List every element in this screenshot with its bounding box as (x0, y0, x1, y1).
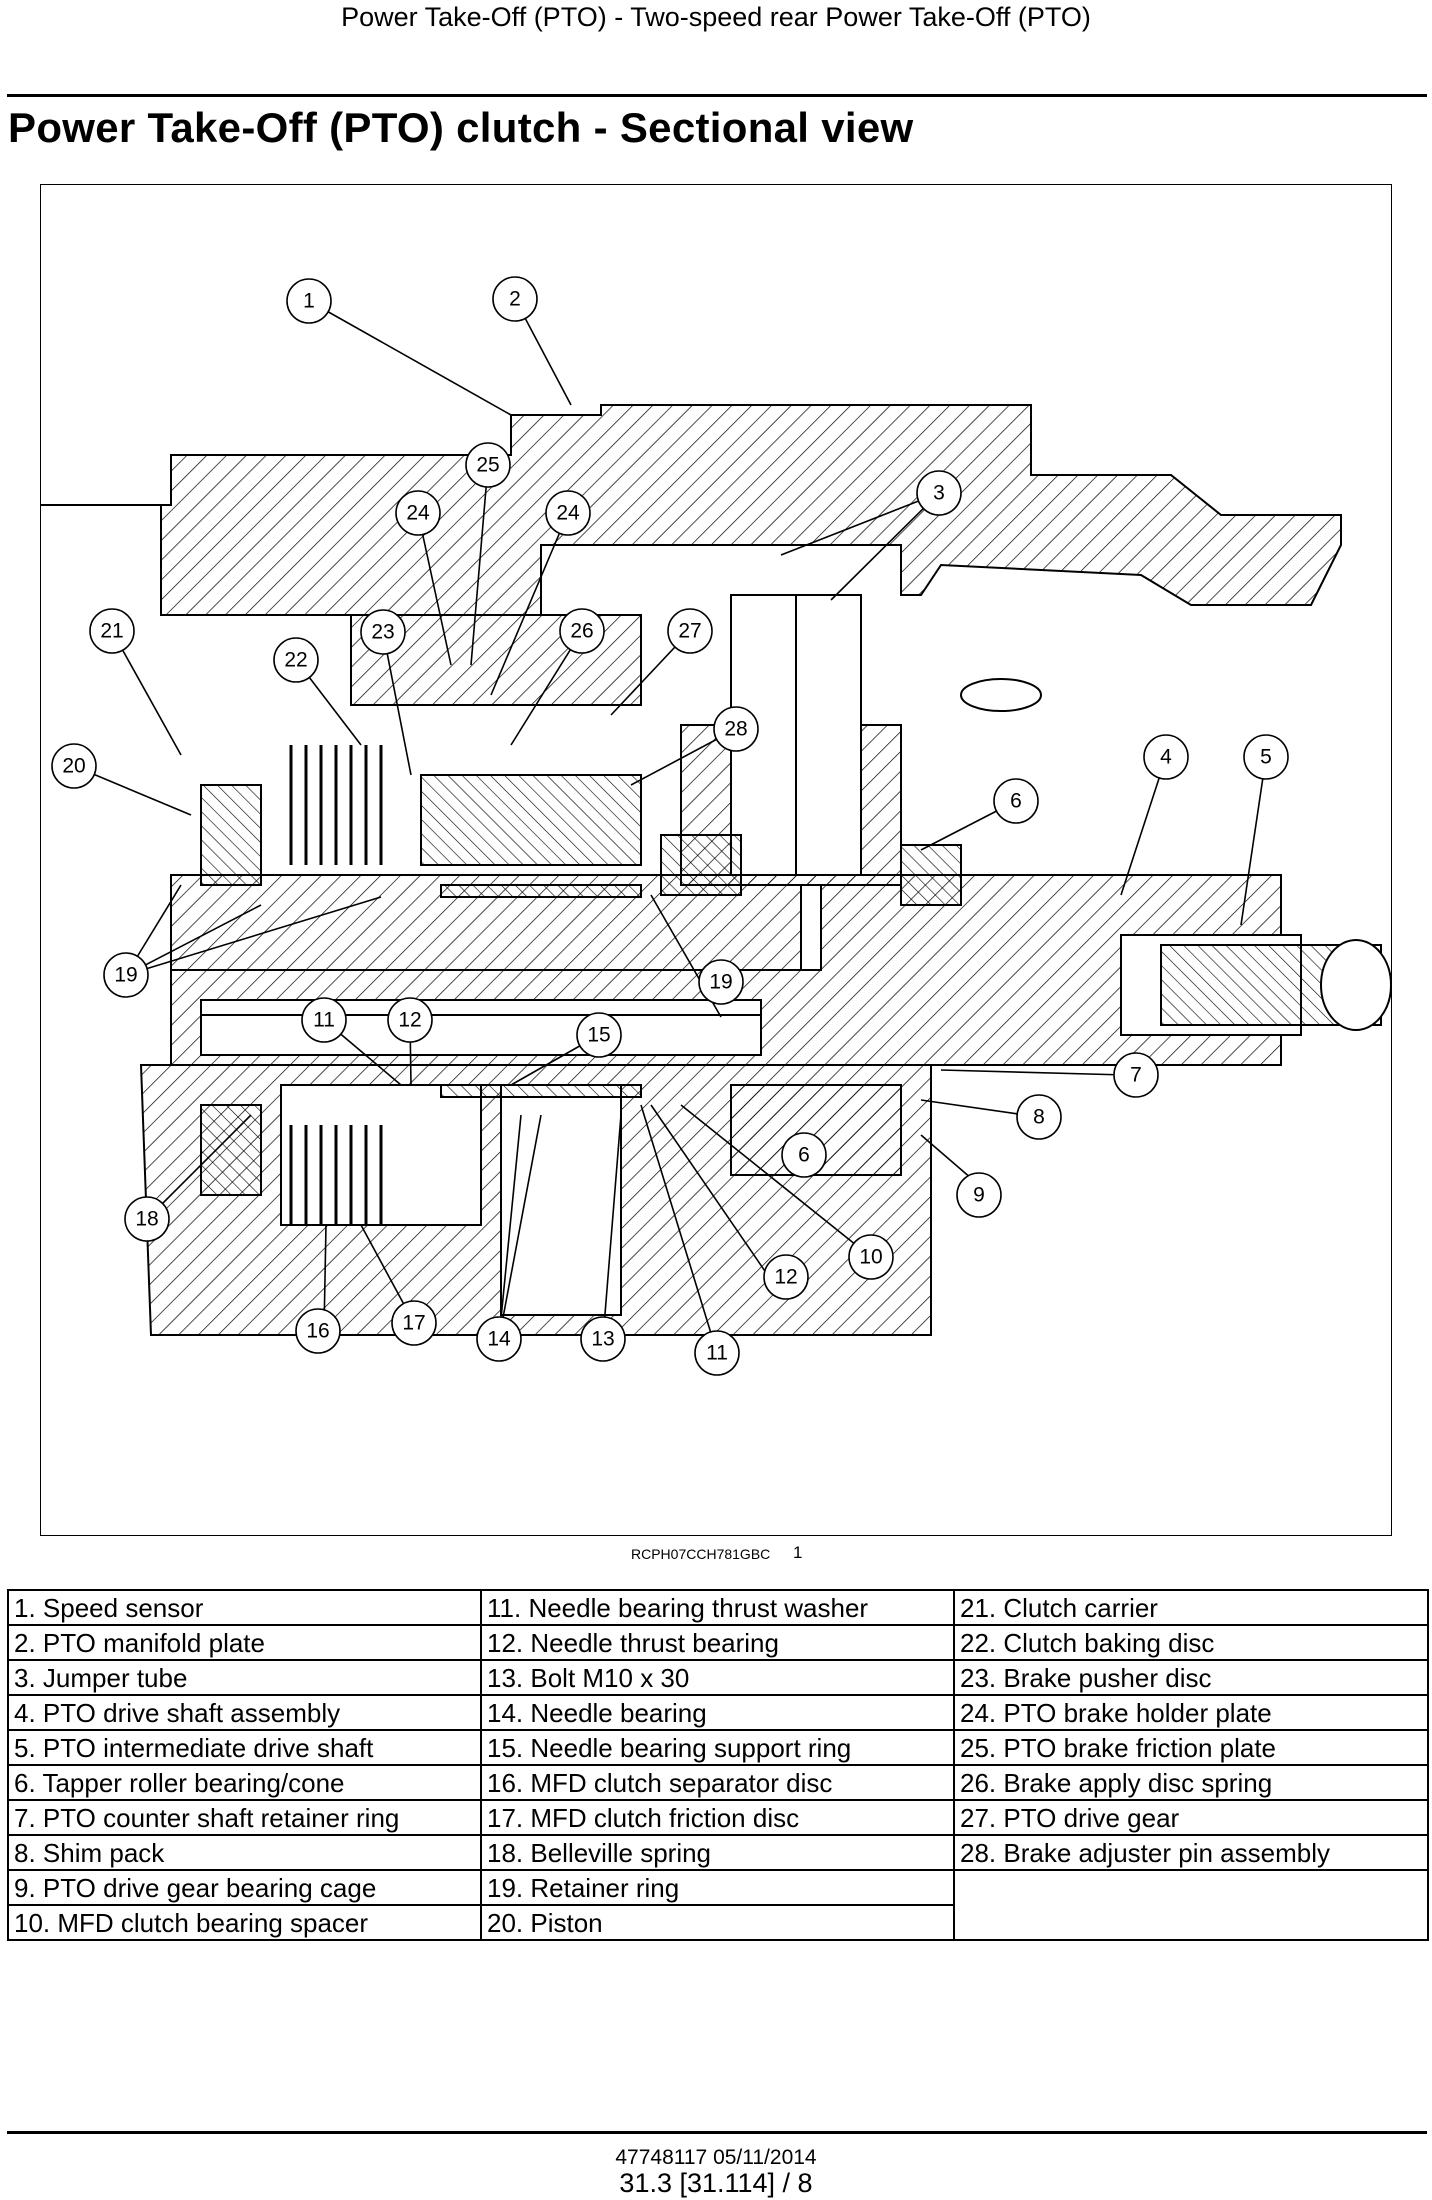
svg-text:13: 13 (591, 1328, 614, 1351)
svg-text:19: 19 (114, 964, 137, 987)
running-header: Power Take-Off (PTO) - Two-speed rear Po… (341, 2, 1091, 32)
legend-cell: 15. Needle bearing support ring (480, 1729, 955, 1766)
svg-text:14: 14 (487, 1328, 511, 1351)
svg-text:1: 1 (303, 290, 315, 313)
legend-cell: 25. PTO brake friction plate (953, 1729, 1429, 1766)
svg-text:25: 25 (476, 454, 499, 477)
legend-cell: 1. Speed sensor (7, 1589, 482, 1626)
svg-text:11: 11 (313, 1009, 335, 1032)
legend-cell: 12. Needle thrust bearing (480, 1624, 955, 1661)
footer-doc-code: 47748117 05/11/2014 (615, 2146, 817, 2169)
svg-text:27: 27 (678, 620, 701, 643)
svg-text:24: 24 (556, 502, 580, 525)
page-title: Power Take-Off (PTO) clutch - Sectional … (8, 104, 914, 151)
legend-cell: 27. PTO drive gear (953, 1799, 1429, 1836)
svg-text:8: 8 (1033, 1106, 1045, 1129)
svg-text:4: 4 (1160, 746, 1172, 769)
legend-cell: 9. PTO drive gear bearing cage (7, 1869, 482, 1906)
legend-cell: 3. Jumper tube (7, 1659, 482, 1696)
legend-cell: 6. Tapper roller bearing/cone (7, 1764, 482, 1801)
svg-text:11: 11 (706, 1342, 728, 1365)
sectional-view-figure: 1 2 3 4 5 6 6 7 8 9 10 11 11 12 12 13 14… (40, 184, 1392, 1536)
legend-cell: 21. Clutch carrier (953, 1589, 1429, 1626)
legend-cell: 2. PTO manifold plate (7, 1624, 482, 1661)
svg-text:6: 6 (798, 1144, 810, 1167)
legend-cell: 16. MFD clutch separator disc (480, 1764, 955, 1801)
legend-cell: 7. PTO counter shaft retainer ring (7, 1799, 482, 1836)
svg-text:24: 24 (406, 502, 430, 525)
svg-text:20: 20 (62, 755, 85, 778)
svg-text:5: 5 (1260, 746, 1272, 769)
legend-cell: 14. Needle bearing (480, 1694, 955, 1731)
legend-cell: 19. Retainer ring (480, 1869, 955, 1906)
legend-cell: 28. Brake adjuster pin assembly (953, 1834, 1429, 1871)
svg-text:28: 28 (724, 718, 747, 741)
svg-text:10: 10 (859, 1246, 882, 1269)
footer-rule (7, 2131, 1427, 2134)
header-rule (7, 94, 1427, 97)
svg-text:3: 3 (933, 482, 945, 505)
legend-cell: 18. Belleville spring (480, 1834, 955, 1871)
legend-cell: 24. PTO brake holder plate (953, 1694, 1429, 1731)
svg-text:15: 15 (587, 1024, 610, 1047)
legend-cell: 20. Piston (480, 1904, 955, 1941)
svg-text:26: 26 (570, 620, 593, 643)
callout-group: 1 2 3 4 5 6 6 7 8 9 10 11 11 12 12 13 14… (51, 276, 1289, 1376)
svg-text:23: 23 (371, 621, 394, 644)
svg-text:12: 12 (774, 1266, 797, 1289)
svg-text:21: 21 (100, 620, 123, 643)
footer-page-ref: 31.3 [31.114] / 8 (619, 2168, 813, 2198)
legend-cell: 5. PTO intermediate drive shaft (7, 1729, 482, 1766)
svg-text:17: 17 (402, 1312, 425, 1335)
legend-cell: 26. Brake apply disc spring (953, 1764, 1429, 1801)
svg-text:12: 12 (398, 1009, 421, 1032)
legend-cell: 23. Brake pusher disc (953, 1659, 1429, 1696)
svg-text:18: 18 (135, 1208, 158, 1231)
svg-text:19: 19 (709, 971, 732, 994)
legend-cell: 8. Shim pack (7, 1834, 482, 1871)
legend-cell: 17. MFD clutch friction disc (480, 1799, 955, 1836)
svg-text:6: 6 (1010, 790, 1022, 813)
legend-cell: 13. Bolt M10 x 30 (480, 1659, 955, 1696)
legend-cell: 22. Clutch baking disc (953, 1624, 1429, 1661)
svg-text:2: 2 (509, 288, 521, 311)
figure-number: 1 (793, 1543, 803, 1562)
legend-cell: 10. MFD clutch bearing spacer (7, 1904, 482, 1941)
legend-cell-empty (953, 1869, 1429, 1941)
svg-text:7: 7 (1130, 1064, 1142, 1087)
legend-cell: 4. PTO drive shaft assembly (7, 1694, 482, 1731)
svg-text:9: 9 (973, 1184, 985, 1207)
figure-code: RCPH07CCH781GBC (631, 1546, 771, 1562)
legend-cell: 11. Needle bearing thrust washer (480, 1589, 955, 1626)
clutch-section-drawing: 1 2 3 4 5 6 6 7 8 9 10 11 11 12 12 13 14… (41, 276, 1391, 1376)
svg-text:22: 22 (284, 649, 307, 672)
svg-text:16: 16 (306, 1320, 329, 1343)
